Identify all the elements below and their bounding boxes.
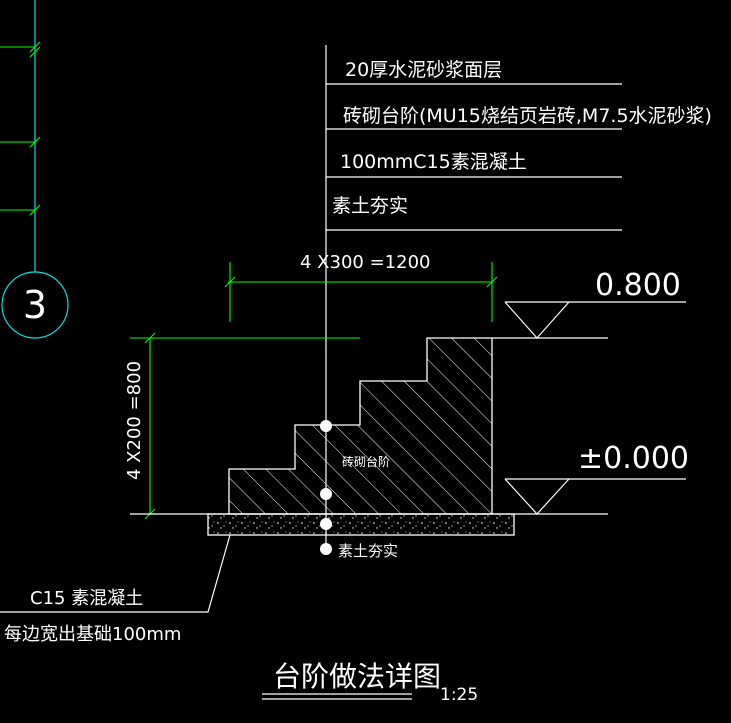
c15-leader: [0, 534, 231, 613]
c15-label: C15 素混凝土: [30, 588, 143, 609]
c15-note: 每边宽出基础100mm: [4, 624, 181, 645]
layer-4: 素土夯实: [332, 195, 408, 217]
layer-3: 100mmC15素混凝土: [340, 151, 527, 173]
step-material-label: 砖砌台阶: [342, 454, 390, 469]
elevation-top: 0.800: [595, 268, 681, 303]
layer-lines: [326, 83, 622, 231]
elevation-top-marker: [504, 301, 686, 339]
axis-grid: 3: [0, 0, 69, 339]
axis-bubble: [1, 271, 69, 339]
soil-label: 素土夯实: [338, 542, 398, 560]
layer-2: 砖砌台阶(MU15烧结页岩砖,M7.5水泥砂浆): [343, 105, 712, 127]
dim-vertical-label: 4 X200 =800: [124, 361, 145, 480]
dim-horizontal-label: 4 X300 =1200: [300, 252, 430, 273]
brick-steps: [228, 337, 493, 515]
elevation-bottom: ±0.000: [578, 441, 689, 476]
layer-1: 20厚水泥砂浆面层: [345, 59, 502, 81]
elevation-bottom-marker: [504, 478, 686, 515]
leader-dots: [320, 420, 332, 555]
axis-bubble-label: 3: [23, 283, 47, 327]
drawing-title: 台阶做法详图: [273, 660, 441, 693]
drawing-scale: 1:25: [440, 685, 478, 705]
dim-horizontal: [224, 262, 498, 322]
concrete-base: [207, 513, 515, 536]
